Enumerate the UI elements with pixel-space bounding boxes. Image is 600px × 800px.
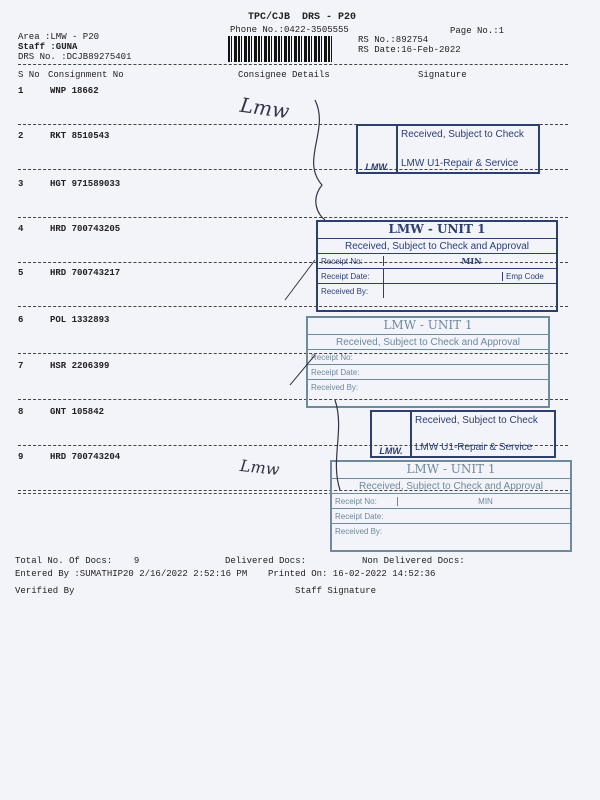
received-by-label: Received By:: [321, 286, 369, 296]
row-divider: [18, 445, 568, 446]
row-divider: [18, 353, 568, 354]
received-by-label: Received By:: [311, 382, 359, 392]
row-sno: 3: [18, 179, 24, 189]
page-number: Page No.:1: [450, 26, 505, 36]
row-sno: 6: [18, 315, 24, 325]
row-divider: [18, 262, 568, 263]
stamp-subtitle: Received, Subject to Check and Approval: [308, 334, 548, 349]
unit1-stamp-2: LMW - UNIT 1 Received, Subject to Check …: [330, 460, 572, 552]
lmw-logo: LMW.: [358, 126, 398, 172]
row-divider: [18, 490, 568, 491]
area: Area :LMW - P20: [18, 32, 100, 42]
drs-number: DRS No. :DCJB89275401: [18, 52, 132, 62]
receipt-no-label: Receipt No:: [311, 352, 353, 362]
receipt-no-label: Receipt No:: [335, 496, 377, 506]
row-sno: 8: [18, 407, 24, 417]
col-consignment: Consignment No: [48, 70, 124, 80]
staff: Staff :GUNA: [18, 42, 78, 52]
row-consignment: POL 1332893: [50, 315, 110, 325]
received-stamp-1: LMW. Received, Subject to Check LMW U1-R…: [356, 124, 540, 174]
col-signature: Signature: [418, 70, 467, 80]
col-sno: S No: [18, 70, 40, 80]
received-by-label: Received By:: [335, 526, 383, 536]
receipt-date-label: Receipt Date:: [321, 271, 370, 281]
receipt-date-label: Receipt Date:: [335, 511, 384, 521]
unit1-stamp-1: LMW - UNIT 1 Received, Subject to Check …: [316, 220, 558, 312]
stamp-line-1: Received, Subject to Check: [401, 129, 524, 140]
barcode: [228, 36, 332, 62]
row-divider: [18, 306, 568, 307]
row-consignment: RKT 8510543: [50, 131, 110, 141]
row-sno: 7: [18, 361, 24, 371]
phone: Phone No.:0422-3505555: [230, 25, 349, 35]
row-consignment: HSR 2206399: [50, 361, 110, 371]
printed-on: Printed On: 16-02-2022 14:52:36: [268, 569, 436, 579]
stamp-line-1: Received, Subject to Check: [415, 415, 538, 426]
stamp-subtitle: Received, Subject to Check and Approval: [318, 238, 556, 253]
unit1-stamp-faded: LMW - UNIT 1 Received, Subject to Check …: [306, 316, 550, 408]
row-sno: 9: [18, 452, 24, 462]
row-divider: [18, 399, 568, 400]
row-divider: [18, 124, 568, 125]
row-consignment: HRD 700743205: [50, 224, 121, 234]
non-delivered-docs: Non Delivered Docs:: [362, 556, 465, 566]
emp-code-label: Emp Code: [502, 271, 556, 281]
doc-title: TPC/CJB DRS - P20: [248, 12, 357, 23]
row-consignment: GNT 105842: [50, 407, 105, 417]
delivered-docs: Delivered Docs:: [225, 556, 307, 566]
row-divider: [18, 217, 568, 218]
entered-by: Entered By :SUMATHIP20 2/16/2022 2:52:16…: [15, 569, 248, 579]
row-consignment: HRD 700743204: [50, 452, 121, 462]
row-divider: [18, 169, 568, 170]
total-docs: Total No. Of Docs: 9: [15, 556, 140, 566]
row-consignment: HGT 971589033: [50, 179, 121, 189]
row-sno: 2: [18, 131, 24, 141]
receipt-no-label: Receipt No:: [321, 256, 363, 266]
staff-signature: Staff Signature: [295, 586, 377, 596]
receipt-date-label: Receipt Date:: [311, 367, 360, 377]
row-sno: 5: [18, 268, 24, 278]
stamp-subtitle: Received, Subject to Check and Approval: [332, 478, 570, 493]
row-sno: 1: [18, 86, 24, 96]
received-stamp-2: LMW. Received, Subject to Check LMW U1-R…: [370, 410, 556, 458]
stamp-title: LMW - UNIT 1: [383, 318, 473, 332]
row-sno: 4: [18, 224, 24, 234]
rs-number: RS No.:892754: [358, 35, 429, 45]
row-consignment: WNP 18662: [50, 86, 99, 96]
stamp-line-2: LMW U1-Repair & Service: [401, 158, 519, 169]
receipt-no-value: MIN: [397, 496, 570, 506]
col-consignee: Consignee Details: [238, 70, 330, 80]
stamp-line-2: LMW U1-Repair & Service: [415, 442, 533, 453]
rs-date: RS Date:16-Feb-2022: [358, 45, 461, 55]
lmw-logo: LMW.: [372, 412, 412, 456]
row-consignment: HRD 700743217: [50, 268, 121, 278]
stamp-title: LMW - UNIT 1: [388, 222, 486, 236]
verified-by: Verified By: [15, 586, 75, 596]
stamp-title: LMW - UNIT 1: [406, 462, 496, 476]
receipt-no-value: MIN: [383, 256, 556, 266]
